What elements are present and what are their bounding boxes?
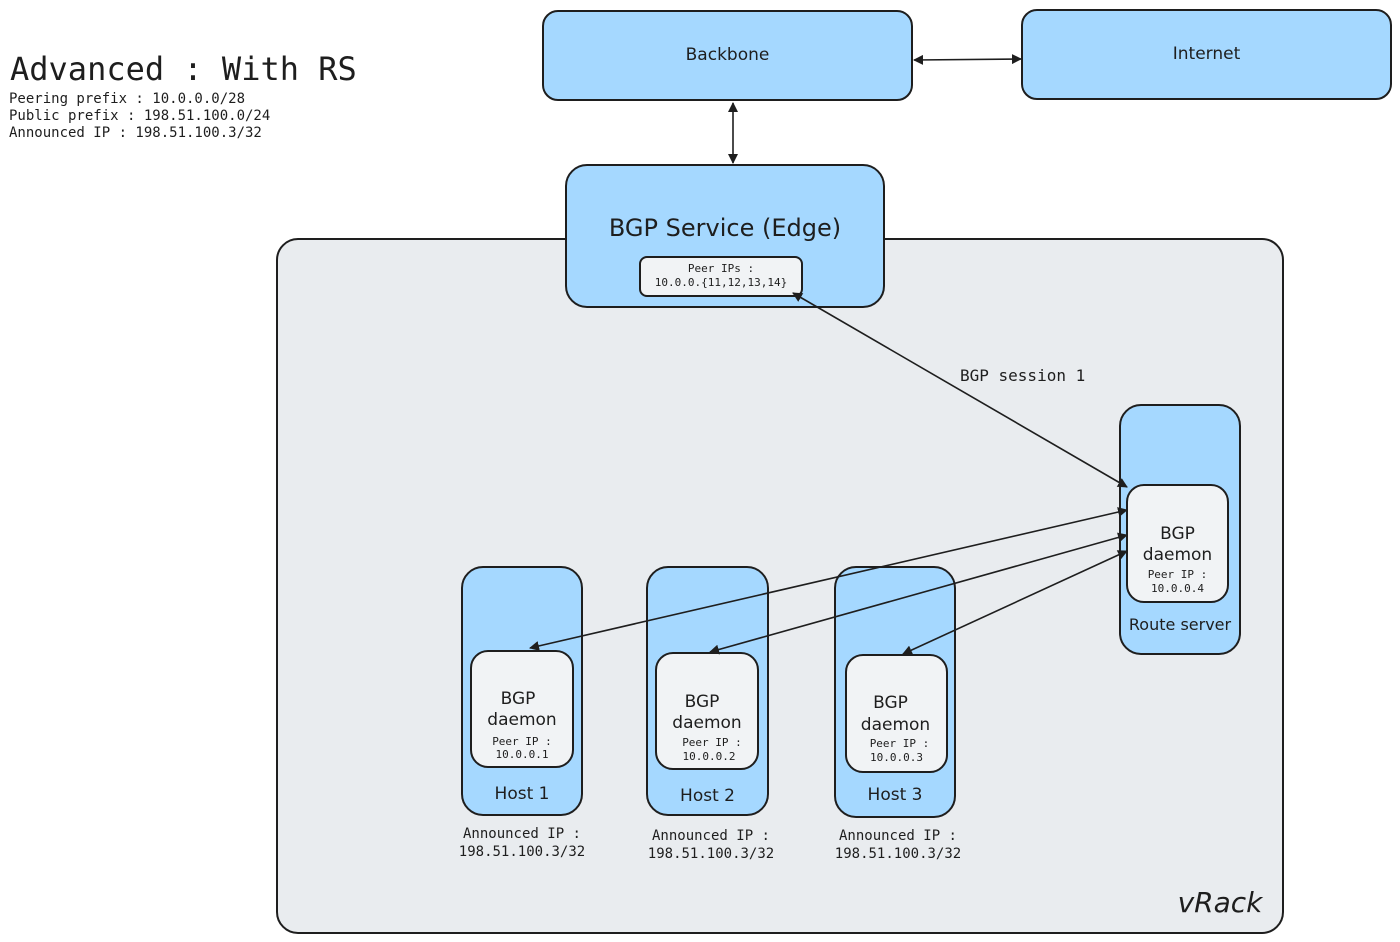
host-2-label: Host 2 [680,786,735,806]
bgp-service-label: BGP Service (Edge) [608,214,842,242]
public-prefix-text: Public prefix : 198.51.100.0/24 [9,108,271,124]
host-1-announced-ip: 198.51.100.3/32 [458,844,586,860]
diagram-title: Advanced : With RS [10,50,357,88]
host-2-route-server-arrow [709,532,1128,655]
host-1-announced-label: Announced IP : [462,826,581,842]
announced-ip-text: Announced IP : 198.51.100.3/32 [9,125,262,141]
host-3-peer-ip: 10.0.0.3 [870,751,923,764]
host-1-label: Host 1 [494,784,550,804]
peer-ips-value: 10.0.0.{11,12,13,14} [654,276,788,289]
host-3-daemon-line2: daemon [860,715,931,735]
peer-ips-label: Peer IPs : [687,262,755,275]
host-1-daemon-line2: daemon [487,710,557,730]
host-2-daemon-box [655,652,759,770]
host-2-daemon-line1: BGP [684,692,720,712]
peer-ips-box [639,256,803,297]
route-server-daemon-box [1126,484,1229,603]
host-1-peer-ip: 10.0.0.1 [495,748,549,761]
backbone-internet-arrow [913,54,1022,65]
host-1-route-server-arrow [529,507,1128,651]
host-2-announced-label: Announced IP : [651,828,770,844]
host-2-daemon-line2: daemon [672,713,742,733]
bgp-session-1-arrow [792,292,1128,488]
vrack-label: vRack [1177,886,1263,919]
route-server-daemon-line2: daemon [1142,545,1213,565]
host-3-announced-ip: 198.51.100.3/32 [834,846,962,862]
internet-label: Internet [1172,44,1241,64]
host-2-announced-ip: 198.51.100.3/32 [647,846,775,862]
host-3-daemon-line1: BGP [873,693,908,713]
route-server-peer-ip-label: Peer IP : [1147,568,1208,581]
route-server-label: Route server [1128,615,1232,634]
host-3-daemon-box [845,654,948,773]
backbone-label: Backbone [685,45,770,65]
host-1-daemon-box [470,650,574,768]
host-2-peer-ip: 10.0.0.2 [682,750,736,763]
host-3-label: Host 3 [867,785,923,805]
host-1-daemon-line1: BGP [500,689,536,709]
route-server-daemon-line1: BGP [1160,524,1195,544]
route-server-peer-ip: 10.0.0.4 [1151,582,1204,595]
backbone-box [542,10,913,101]
host-3-announced-label: Announced IP : [838,828,957,844]
host-3-route-server-arrow [902,550,1128,655]
peering-prefix-text: Peering prefix : 10.0.0.0/28 [9,91,246,107]
host-2-peer-ip-label: Peer IP : [682,736,742,749]
internet-box [1021,9,1392,100]
host-3-peer-ip-label: Peer IP : [869,737,930,750]
host-1-peer-ip-label: Peer IP : [492,735,552,748]
